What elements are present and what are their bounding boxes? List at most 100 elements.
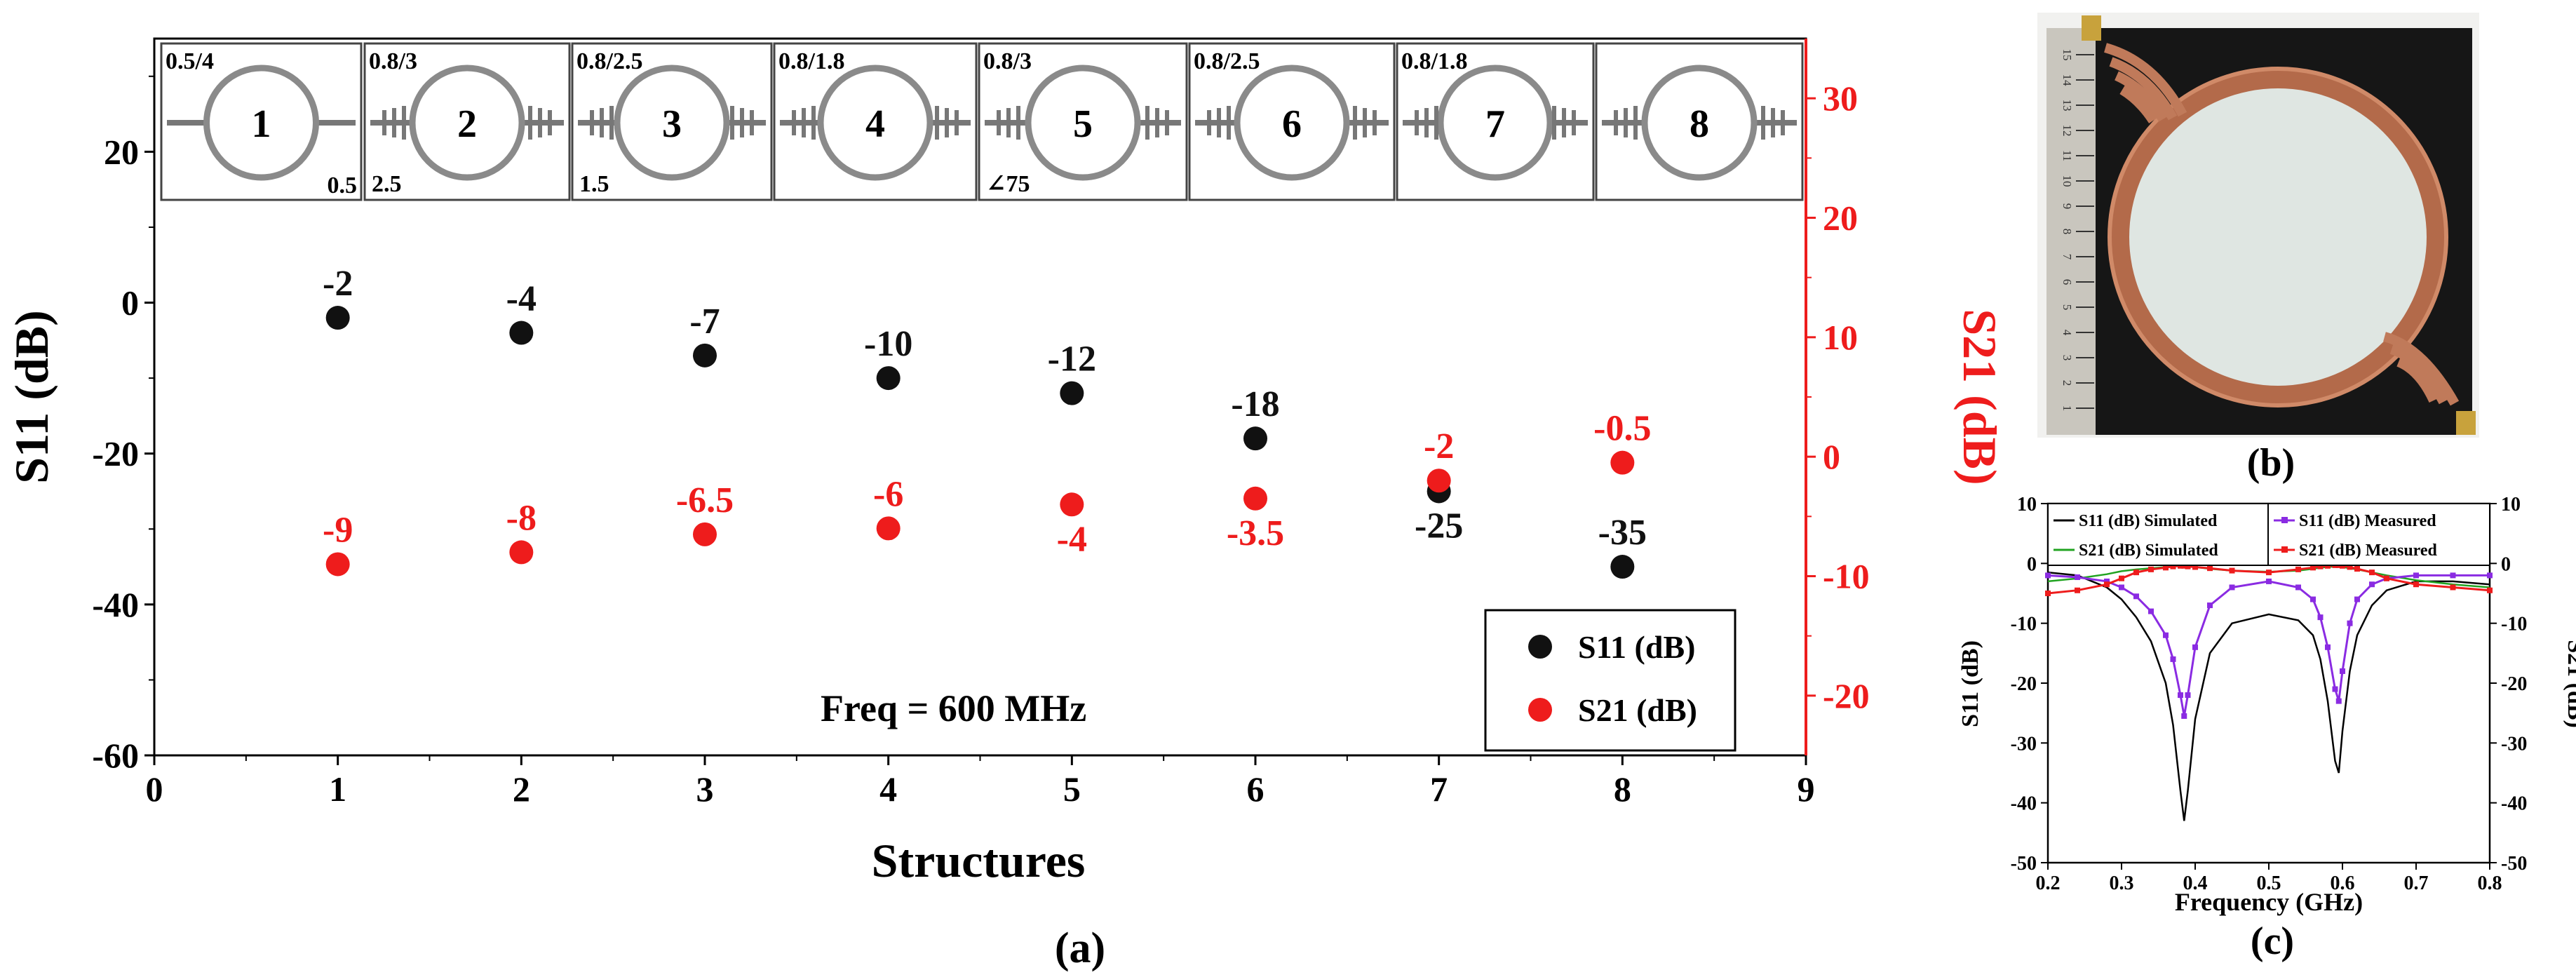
ruler-number: 11 xyxy=(2061,150,2074,161)
x-tick-label-c: 0.4 xyxy=(2183,872,2208,894)
inset-ring xyxy=(817,65,933,181)
series-marker-4 xyxy=(2369,570,2375,576)
s11-point xyxy=(1610,555,1635,579)
s21-data-label: -6 xyxy=(873,474,903,514)
series-line-3 xyxy=(2047,574,2490,717)
series-marker-4 xyxy=(2347,564,2353,570)
x-tick-label: 2 xyxy=(513,769,530,809)
inset-ring xyxy=(203,65,319,181)
inset-dimension-label: 2.5 xyxy=(372,171,402,197)
inset-number: 8 xyxy=(1690,102,1709,146)
series-marker-3 xyxy=(2369,581,2375,588)
s11-point xyxy=(876,366,901,391)
series-marker-4 xyxy=(2185,563,2191,570)
s11-point xyxy=(325,306,350,330)
inset-number: 3 xyxy=(662,102,682,146)
series-marker-3 xyxy=(2148,608,2154,614)
s21-point xyxy=(1427,469,1451,493)
s21-data-label: -4 xyxy=(1057,519,1087,559)
ruler-number: 10 xyxy=(2061,175,2074,187)
series-marker-3 xyxy=(2487,572,2493,579)
series-marker-4 xyxy=(2295,566,2301,572)
series-marker-3 xyxy=(2192,644,2198,650)
x-axis-title-c: Frequency (GHz) xyxy=(2175,888,2363,916)
upper-fan-element xyxy=(2103,43,2187,123)
inset-ring xyxy=(409,65,525,181)
inset-number: 6 xyxy=(1282,102,1302,146)
inset-ring xyxy=(1025,65,1141,181)
s21-point xyxy=(876,516,901,541)
series-marker-3 xyxy=(2178,692,2183,699)
series-marker-3 xyxy=(2266,578,2272,584)
legend-a: S11 (dB) S21 (dB) xyxy=(1484,609,1737,752)
s11-data-label: -4 xyxy=(506,279,537,319)
series-marker-3 xyxy=(2075,574,2080,580)
s21-data-label: -3.5 xyxy=(1227,513,1284,553)
top-connector xyxy=(2082,15,2101,41)
ruler-number: 7 xyxy=(2061,254,2074,260)
legend-swatch-marker-c xyxy=(2281,546,2288,553)
s21-point xyxy=(509,540,534,565)
inset-number: 7 xyxy=(1485,102,1505,146)
s11-point xyxy=(693,343,717,368)
s11-data-label: -35 xyxy=(1598,513,1647,553)
s11-point xyxy=(1060,381,1084,405)
legend-box xyxy=(1484,609,1737,752)
data-points-a: -2-4-7-10-12-18-25-35-9-8-6.5-6-4-3.5-2-… xyxy=(323,264,1651,579)
caption-a: (a) xyxy=(1055,924,1105,972)
series-marker-3 xyxy=(2340,668,2345,674)
s21-data-label: -6.5 xyxy=(676,480,734,520)
series-marker-4 xyxy=(2317,563,2324,570)
series-marker-4 xyxy=(2104,581,2110,588)
x-tick-label: 8 xyxy=(1614,769,1631,809)
y2-axis-title-c: S21 (dB) xyxy=(2563,640,2576,728)
ruler-number: 15 xyxy=(2061,49,2074,61)
legend-label-c: S21 (dB) Simulated xyxy=(2079,541,2218,560)
ruler-number: 3 xyxy=(2061,355,2074,361)
y2-tick-label: 30 xyxy=(1823,79,1858,118)
inset-ring xyxy=(1437,65,1553,181)
series-marker-4 xyxy=(2045,591,2051,596)
caption-c: (c) xyxy=(2251,919,2294,963)
x-tick-label: 0 xyxy=(146,769,163,809)
series-marker-4 xyxy=(2229,567,2235,574)
x-tick-label: 5 xyxy=(1063,769,1081,809)
series-marker-3 xyxy=(2317,614,2324,621)
x-tick-label-c: 0.2 xyxy=(2036,872,2061,894)
s11-data-label: -10 xyxy=(864,324,912,364)
ruler-number: 13 xyxy=(2061,100,2074,112)
inset-number: 5 xyxy=(1073,102,1093,146)
s21-point xyxy=(1243,486,1267,511)
series-marker-4 xyxy=(2413,581,2419,588)
x-tick-label: 4 xyxy=(879,769,897,809)
inset-number: 1 xyxy=(252,102,271,146)
s11-data-label: -18 xyxy=(1231,384,1279,424)
series-marker-3 xyxy=(2045,572,2051,579)
inset-dimension-label: ∠75 xyxy=(986,171,1030,197)
series-marker-3 xyxy=(2354,596,2360,602)
s21-point xyxy=(693,522,717,546)
caption-b: (b) xyxy=(2247,441,2295,485)
y2-tick-label-c: -30 xyxy=(2501,733,2527,755)
y-tick-label: -40 xyxy=(92,585,139,624)
s11-data-label: -2 xyxy=(323,264,353,304)
legend-label-c: S11 (dB) Measured xyxy=(2299,512,2436,530)
inset-ring xyxy=(614,65,730,181)
series-marker-4 xyxy=(2207,565,2213,572)
series-marker-4 xyxy=(2487,587,2493,593)
inset-dimension-label: 0.8/1.8 xyxy=(1401,48,1467,74)
series-marker-3 xyxy=(2119,584,2124,591)
x-tick-label: 1 xyxy=(329,769,346,809)
y-axis-title: S11 (dB) xyxy=(5,310,58,484)
s21-data-label: -9 xyxy=(323,510,353,550)
series-marker-3 xyxy=(2450,572,2456,579)
lower-fan-element xyxy=(2382,332,2460,406)
x-tick-label: 9 xyxy=(1798,769,1815,809)
s21-point xyxy=(1060,492,1084,517)
legend-label-c: S21 (dB) Measured xyxy=(2299,541,2438,560)
series-marker-4 xyxy=(2133,570,2139,576)
x-tick-label: 3 xyxy=(696,769,714,809)
